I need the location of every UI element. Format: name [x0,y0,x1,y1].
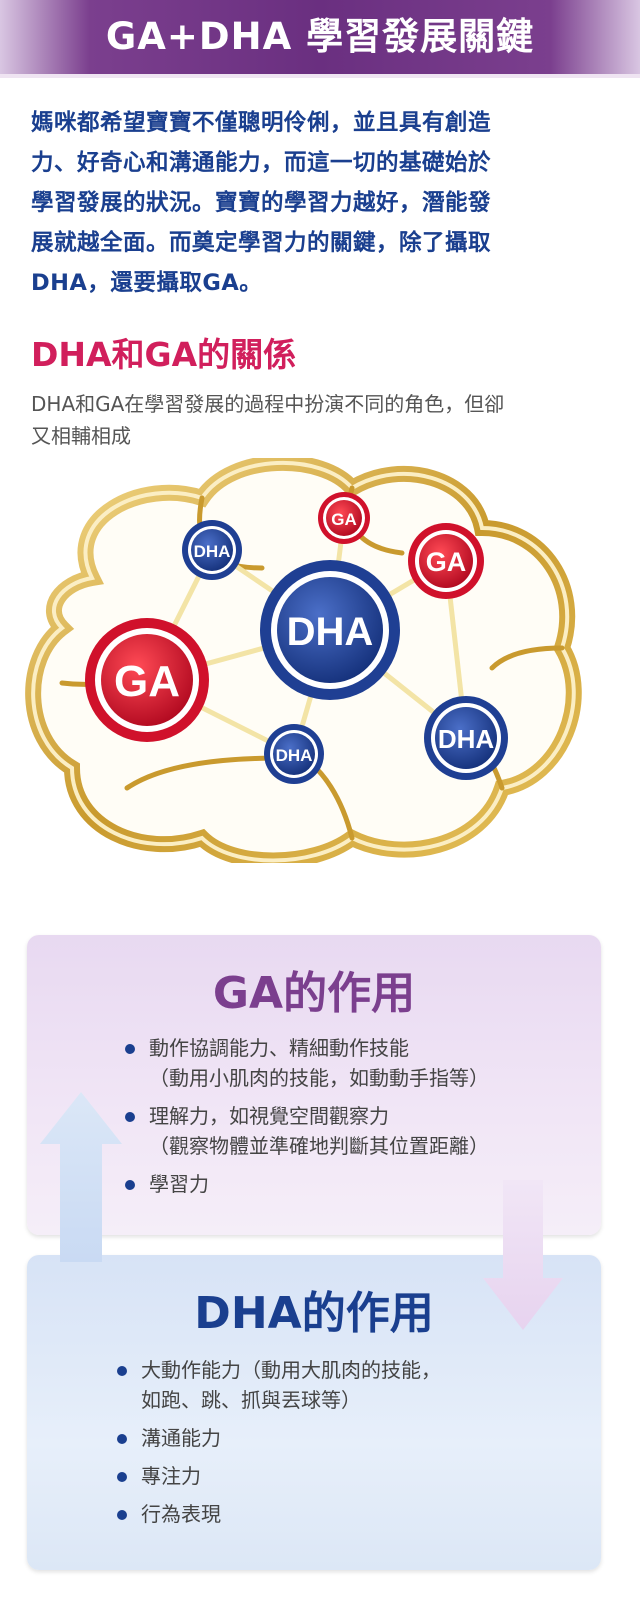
intro-paragraph: 媽咪都希望寶寶不僅聰明伶俐，並且具有創造 力、好奇心和溝通能力，而這一切的基礎始… [31,103,611,303]
dha-card-title: DHA的作用 [194,1288,434,1339]
dha-function-list: 大動作能力（動用大肌肉的技能， 如跑、跳、抓與丟球等） 溝通能力 專注力 行為表… [117,1355,441,1537]
list-item: 專注力 [117,1461,441,1491]
dha-node-small: DHA [264,724,324,784]
dha-function-card: DHA的作用 大動作能力（動用大肌肉的技能， 如跑、跳、抓與丟球等） 溝通能力 … [27,1255,601,1570]
dha-label: DHA [194,542,231,561]
intro-line: 力、好奇心和溝通能力，而這一切的基礎始於 [31,150,492,176]
arrow-up-icon [40,1092,122,1262]
bullet-icon [117,1366,127,1376]
ga-label: GA [114,657,180,706]
intro-line: 展就越全面。而奠定學習力的關鍵，除了攝取 [31,230,492,256]
ga-node-medium: GA [408,523,484,599]
ga-node-large: GA [85,618,209,742]
brain-network-diagram: GA GA GA DHA DHA DHA DHA [25,458,582,863]
arrow-down-icon [483,1180,563,1330]
ga-node-small: GA [318,492,370,544]
dha-label: DHA [276,746,313,765]
ga-card-title: GA的作用 [212,968,416,1019]
relationship-description: DHA和GA在學習發展的過程中扮演不同的角色，但卻 又相輔相成 [31,388,611,452]
dha-label: DHA [287,610,374,654]
bullet-icon [125,1112,135,1122]
title-banner [0,0,640,74]
dha-node-medium: DHA [424,696,508,780]
banner-underline [0,74,640,78]
relationship-heading: DHA和GA的關係 [31,335,297,374]
list-item: 溝通能力 [117,1423,441,1453]
intro-line: 學習發展的狀況。寶寶的學習力越好，潛能發 [31,190,492,216]
intro-line: DHA，還要攝取GA。 [31,270,263,296]
page-title: GA+DHA 學習發展關鍵 [105,15,535,58]
relationship-line: DHA和GA在學習發展的過程中扮演不同的角色，但卻 [31,392,505,416]
list-item: 理解力，如視覺空間觀察力 （觀察物體並準確地判斷其位置距離） [125,1101,489,1161]
ga-label: GA [426,547,467,577]
bullet-icon [117,1434,127,1444]
dha-label: DHA [438,724,495,754]
relationship-line: 又相輔相成 [31,424,131,448]
list-item: 大動作能力（動用大肌肉的技能， 如跑、跳、抓與丟球等） [117,1355,441,1415]
ga-function-list: 動作協調能力、精細動作技能 （動用小肌肉的技能，如動動手指等） 理解力，如視覺空… [125,1033,489,1207]
bullet-icon [117,1472,127,1482]
dha-node-small: DHA [182,520,242,580]
dha-node-large: DHA [260,560,400,700]
ga-label: GA [331,510,357,529]
bullet-icon [117,1510,127,1520]
bullet-icon [125,1180,135,1190]
list-item: 學習力 [125,1169,489,1199]
intro-line: 媽咪都希望寶寶不僅聰明伶俐，並且具有創造 [31,110,492,136]
list-item: 行為表現 [117,1499,441,1529]
bullet-icon [125,1044,135,1054]
list-item: 動作協調能力、精細動作技能 （動用小肌肉的技能，如動動手指等） [125,1033,489,1093]
